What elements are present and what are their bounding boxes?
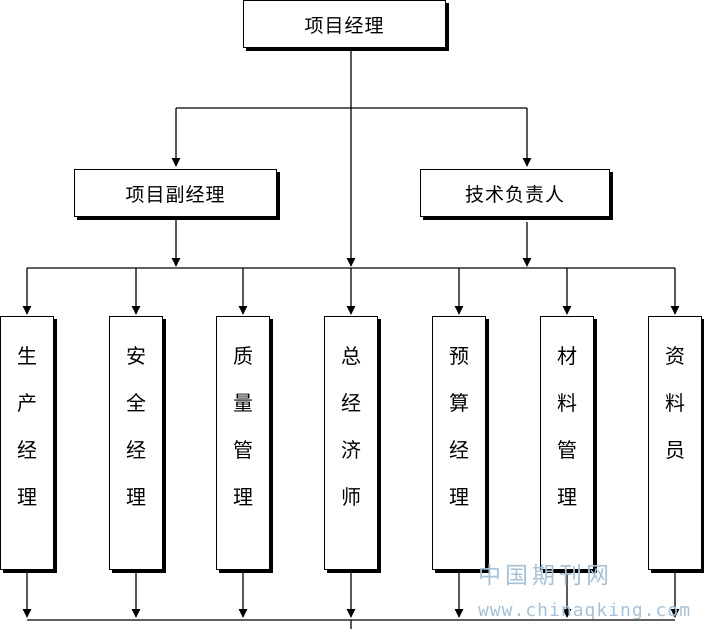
- dept-box-economist: 总经济师: [324, 316, 378, 570]
- dept-char: 理: [557, 485, 577, 509]
- deputy-manager-label: 项目副经理: [125, 183, 226, 206]
- project-manager-label: 项目经理: [304, 14, 385, 37]
- dept-char: 理: [233, 485, 253, 509]
- dept-char: 质: [233, 344, 253, 368]
- dept-char: 料: [557, 391, 577, 415]
- dept-char: 济: [341, 438, 361, 462]
- dept-char: 材: [557, 344, 577, 368]
- tech-lead-label: 技术负责人: [464, 183, 565, 206]
- dept-box-materials: 材料管理: [540, 316, 594, 570]
- dept-char: 师: [341, 485, 361, 509]
- dept-char: 资: [665, 344, 685, 368]
- dept-box-production: 生产经理: [0, 316, 54, 570]
- dept-char: 全: [126, 391, 146, 415]
- dept-box-records: 资料员: [648, 316, 702, 570]
- watermark-en: www.chinaqking.com: [478, 600, 692, 621]
- project-manager-box: 项目经理: [243, 0, 446, 48]
- dept-box-budget: 预算经理: [432, 316, 486, 570]
- dept-char: 管: [557, 438, 577, 462]
- dept-char: 经: [341, 391, 361, 415]
- dept-char: 理: [17, 485, 37, 509]
- dept-char: 经: [126, 438, 146, 462]
- dept-box-quality: 质量管理: [216, 316, 270, 570]
- dept-char: 生: [17, 344, 37, 368]
- tech-lead-box: 技术负责人: [420, 169, 610, 217]
- dept-char: 总: [341, 344, 361, 368]
- watermark-cn: 中国期刊网: [478, 563, 613, 589]
- dept-char: 安: [126, 344, 146, 368]
- dept-char: 员: [665, 438, 685, 462]
- deputy-manager-box: 项目副经理: [74, 169, 277, 217]
- dept-char: 理: [449, 485, 469, 509]
- dept-box-safety: 安全经理: [109, 316, 163, 570]
- dept-char: 经: [17, 438, 37, 462]
- dept-char: 算: [449, 391, 469, 415]
- dept-char: 产: [17, 391, 37, 415]
- dept-char: 量: [233, 391, 253, 415]
- dept-char: 料: [665, 391, 685, 415]
- dept-char: 经: [449, 438, 469, 462]
- dept-char: 预: [449, 344, 469, 368]
- dept-char: 管: [233, 438, 253, 462]
- dept-char: 理: [126, 485, 146, 509]
